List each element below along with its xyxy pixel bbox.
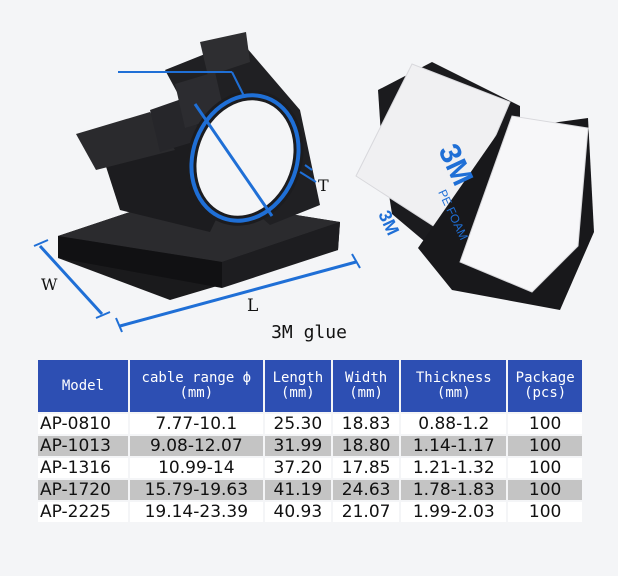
header-length: Length(mm) [264, 360, 331, 412]
table-row: AP-1316 10.99-14 37.20 17.85 1.21-1.32 1… [38, 458, 582, 478]
table-row: AP-1013 9.08-12.07 31.99 18.80 1.14-1.17… [38, 436, 582, 456]
table-row: AP-0810 7.77-10.1 25.30 18.83 0.88-1.2 1… [38, 414, 582, 434]
cell-cable-range: 19.14-23.39 [129, 502, 263, 522]
cell-cable-range: 15.79-19.63 [129, 480, 263, 500]
cell-package: 100 [508, 458, 582, 478]
table-row: AP-1720 15.79-19.63 41.19 24.63 1.78-1.8… [38, 480, 582, 500]
header-package: Package(pcs) [508, 360, 582, 412]
cell-model: AP-1316 [38, 458, 128, 478]
cell-thickness: 1.78-1.83 [401, 480, 507, 500]
header-width: Width(mm) [332, 360, 400, 412]
cell-width: 21.07 [332, 502, 400, 522]
cell-cable-range: 10.99-14 [129, 458, 263, 478]
cell-thickness: 0.88-1.2 [401, 414, 507, 434]
header-thickness: Thickness(mm) [401, 360, 507, 412]
cell-model: AP-1013 [38, 436, 128, 456]
cell-model: AP-2225 [38, 502, 128, 522]
cell-length: 37.20 [264, 458, 331, 478]
cell-length: 25.30 [264, 414, 331, 434]
cell-package: 100 [508, 502, 582, 522]
cell-length: 31.99 [264, 436, 331, 456]
cell-model: AP-0810 [38, 414, 128, 434]
cell-package: 100 [508, 414, 582, 434]
cell-thickness: 1.21-1.32 [401, 458, 507, 478]
adhesive-caption: 3M glue [271, 322, 347, 343]
length-dimension-label: L [247, 296, 259, 316]
cell-width: 17.85 [332, 458, 400, 478]
cell-cable-range: 7.77-10.1 [129, 414, 263, 434]
cell-model: AP-1720 [38, 480, 128, 500]
thickness-dimension-label: T [318, 176, 329, 195]
cell-package: 100 [508, 480, 582, 500]
cell-thickness: 1.99-2.03 [401, 502, 507, 522]
cell-width: 18.80 [332, 436, 400, 456]
table-header-row: Model cable range ϕ(mm) Length(mm) Width… [38, 360, 582, 412]
cell-package: 100 [508, 436, 582, 456]
cell-width: 18.83 [332, 414, 400, 434]
cell-length: 41.19 [264, 480, 331, 500]
header-cable-range: cable range ϕ(mm) [129, 360, 263, 412]
product-illustration: 3M PE FOAM 3M [33, 32, 594, 333]
adhesive-pad-photo: 3M PE FOAM 3M [355, 62, 594, 310]
cell-thickness: 1.14-1.17 [401, 436, 507, 456]
cell-width: 24.63 [332, 480, 400, 500]
table-row: AP-2225 19.14-23.39 40.93 21.07 1.99-2.0… [38, 502, 582, 522]
cell-length: 40.93 [264, 502, 331, 522]
cell-cable-range: 9.08-12.07 [129, 436, 263, 456]
specification-table: Model cable range ϕ(mm) Length(mm) Width… [36, 358, 584, 524]
width-dimension-label: W [41, 275, 58, 294]
cable-clip-photo [33, 32, 361, 333]
header-model: Model [38, 360, 128, 412]
